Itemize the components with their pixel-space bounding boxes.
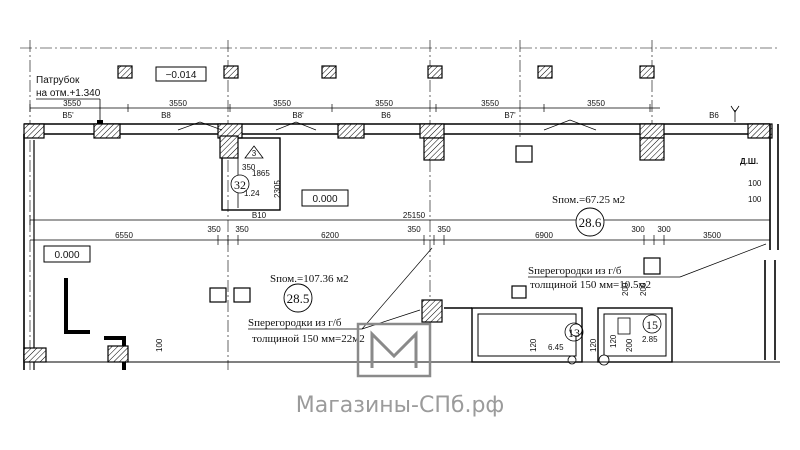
- room-15-area: 2.85: [642, 335, 658, 344]
- svg-text:350: 350: [407, 225, 421, 234]
- level-box-left: 0.000: [43, 245, 91, 263]
- top-dim-3: 3550: [273, 99, 291, 108]
- svg-text:Патрубок: Патрубок: [36, 74, 80, 86]
- svg-text:200: 200: [621, 282, 630, 296]
- beam-label: B8: [161, 111, 171, 120]
- svg-text:120: 120: [589, 338, 598, 352]
- right-wall: Д.Ш. 100 100: [730, 105, 779, 360]
- svg-text:120: 120: [529, 338, 538, 352]
- beam-labels: B5' B8 B8' B6 B7' B6: [62, 111, 719, 120]
- dim-350-small: 350: [242, 163, 256, 172]
- svg-text:200: 200: [625, 338, 634, 352]
- room-28-6: Sпом.=67.25 м2 28.6 Sперегородки из г/б …: [528, 194, 767, 291]
- svg-text:−0.014: −0.014: [166, 70, 197, 81]
- room-28-5-area: Sпом.=107.36 м2: [270, 273, 349, 285]
- top-dim-2: 3550: [169, 99, 187, 108]
- svg-text:0.000: 0.000: [54, 250, 79, 261]
- room-13-area: 6.45: [548, 343, 564, 352]
- svg-text:1865: 1865: [252, 169, 270, 178]
- svg-text:0.000: 0.000: [312, 194, 337, 205]
- room-32-number: 32: [234, 178, 246, 192]
- room-32-area: 1.24: [244, 189, 260, 198]
- beam-label: B6: [709, 111, 719, 120]
- patrubok-note: Патрубок на отм.+1.340: [36, 74, 103, 126]
- svg-text:350: 350: [437, 225, 451, 234]
- top-dim-5: 3550: [481, 99, 499, 108]
- beam-label: B7': [504, 111, 516, 120]
- left-wall: [23, 134, 129, 370]
- svg-text:100: 100: [748, 179, 762, 188]
- beam-label: B6: [381, 111, 391, 120]
- top-dimension-chain: 3550 3550 3550 3550 3550 3550: [29, 99, 660, 112]
- room-28-5-number: 28.5: [287, 291, 310, 306]
- svg-text:6200: 6200: [321, 231, 339, 240]
- beam-b10: B10: [252, 211, 267, 220]
- level-box-center: 0.000: [301, 189, 349, 207]
- elevation-box: −0.014: [155, 66, 207, 82]
- svg-text:на отм.+1.340: на отм.+1.340: [36, 88, 101, 99]
- overall-dimension: 25150: [29, 211, 771, 225]
- svg-text:6900: 6900: [535, 231, 553, 240]
- svg-text:толщиной 150 мм=22м2: толщиной 150 мм=22м2: [252, 333, 365, 345]
- svg-text:100: 100: [155, 338, 164, 352]
- interior-columns: [209, 137, 665, 323]
- top-wall: [23, 119, 773, 139]
- top-column-row: [117, 65, 655, 79]
- svg-text:100: 100: [748, 195, 762, 204]
- room-28-5: Sпом.=107.36 м2 28.5 Sперегородки из г/б…: [248, 247, 433, 345]
- dsh-label: Д.Ш.: [740, 157, 758, 166]
- svg-text:6550: 6550: [115, 231, 133, 240]
- watermark-text: Магазины-СПб.рф: [296, 393, 504, 418]
- room-28-6-number: 28.6: [579, 215, 602, 230]
- beam-label: B5': [62, 111, 74, 120]
- top-dim-6: 3550: [587, 99, 605, 108]
- svg-text:3500: 3500: [703, 231, 721, 240]
- svg-text:толщиной 150 мм=10.5м2: толщиной 150 мм=10.5м2: [530, 279, 651, 291]
- room-32: 3 350 1865 2305 32 1.24 B10: [219, 135, 282, 220]
- svg-text:300: 300: [631, 225, 645, 234]
- room-28-6-area: Sпом.=67.25 м2: [552, 194, 625, 206]
- svg-text:Sперегородки из г/б: Sперегородки из г/б: [248, 317, 342, 329]
- room-13-number: 13: [568, 326, 580, 340]
- beam-label: B8': [292, 111, 304, 120]
- svg-text:200: 200: [639, 282, 648, 296]
- svg-text:350: 350: [235, 225, 249, 234]
- watermark: Магазины-СПб.рф: [296, 322, 504, 418]
- svg-text:2305: 2305: [273, 180, 282, 198]
- svg-text:120: 120: [609, 334, 618, 348]
- svg-text:Sперегородки из г/б: Sперегородки из г/б: [528, 265, 622, 277]
- top-dim-4: 3550: [375, 99, 393, 108]
- svg-text:3: 3: [252, 149, 257, 158]
- top-dim-1: 3550: [63, 99, 81, 108]
- room-15-number: 15: [646, 318, 658, 332]
- svg-text:350: 350: [207, 225, 221, 234]
- middle-dimension-chain: 6550 350 350 6200 350 350 6900 300 300 3…: [30, 225, 770, 245]
- svg-text:300: 300: [657, 225, 671, 234]
- svg-text:25150: 25150: [403, 211, 426, 220]
